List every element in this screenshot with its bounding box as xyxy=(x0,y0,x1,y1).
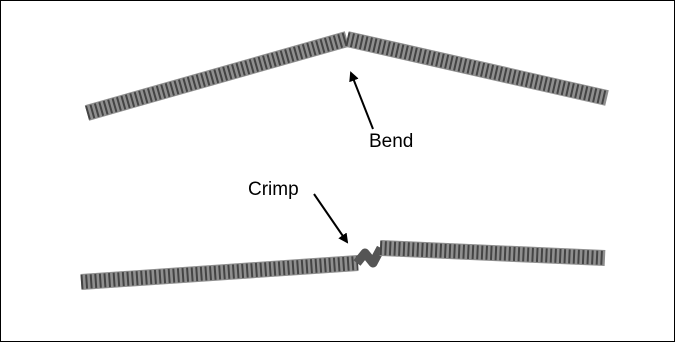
crimped-spring-left-texture xyxy=(81,263,358,282)
crimp-label: Crimp xyxy=(248,179,299,200)
bend-label: Bend xyxy=(369,131,413,152)
bend-arrow xyxy=(351,73,373,129)
crimped-spring xyxy=(81,248,605,282)
crimp-kink xyxy=(357,248,381,263)
bent-spring-left-texture xyxy=(87,39,347,113)
crimp-arrow xyxy=(314,194,347,242)
bent-spring xyxy=(87,39,607,113)
